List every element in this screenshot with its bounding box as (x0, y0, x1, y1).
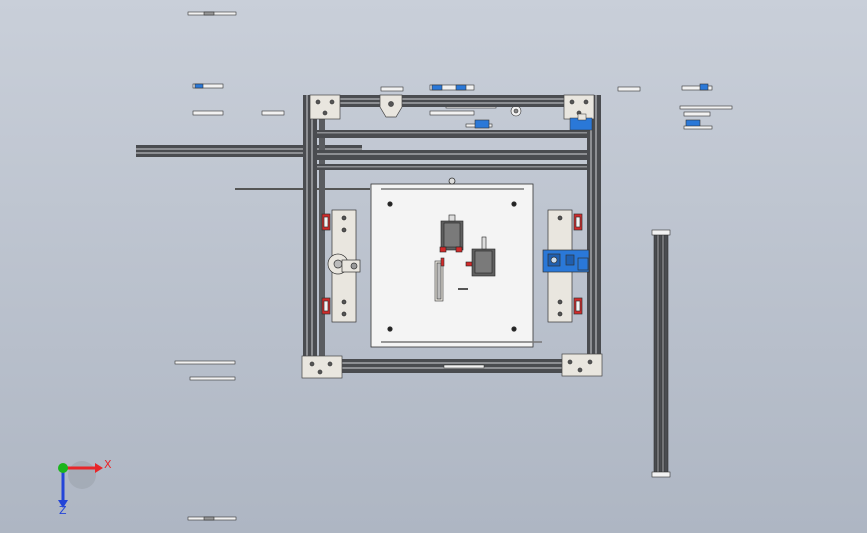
stepper-motors[interactable] (439, 214, 496, 277)
axis-triad: X Z (58, 458, 112, 517)
x-axis-label: X (104, 458, 112, 471)
y-axis-dot (58, 463, 68, 473)
loose-parts-right[interactable] (617, 83, 733, 130)
left-y-carriage[interactable] (321, 209, 361, 323)
right-y-carriage[interactable] (542, 209, 590, 323)
top-right-blue-mount[interactable] (569, 113, 593, 131)
extruder-assembly[interactable] (434, 257, 445, 302)
separate-vertical-extrusion[interactable] (651, 229, 671, 478)
top-hardware[interactable] (380, 84, 522, 129)
z-axis-arrowhead (58, 500, 68, 508)
corner-brackets[interactable] (301, 94, 603, 379)
z-axis-label: Z (59, 504, 67, 517)
bottom-beam-detail[interactable] (443, 364, 485, 369)
main-frame[interactable] (303, 95, 601, 373)
x-axis-arrowhead (95, 463, 103, 473)
build-plate[interactable] (370, 177, 542, 348)
loose-parts-left[interactable] (174, 11, 285, 521)
